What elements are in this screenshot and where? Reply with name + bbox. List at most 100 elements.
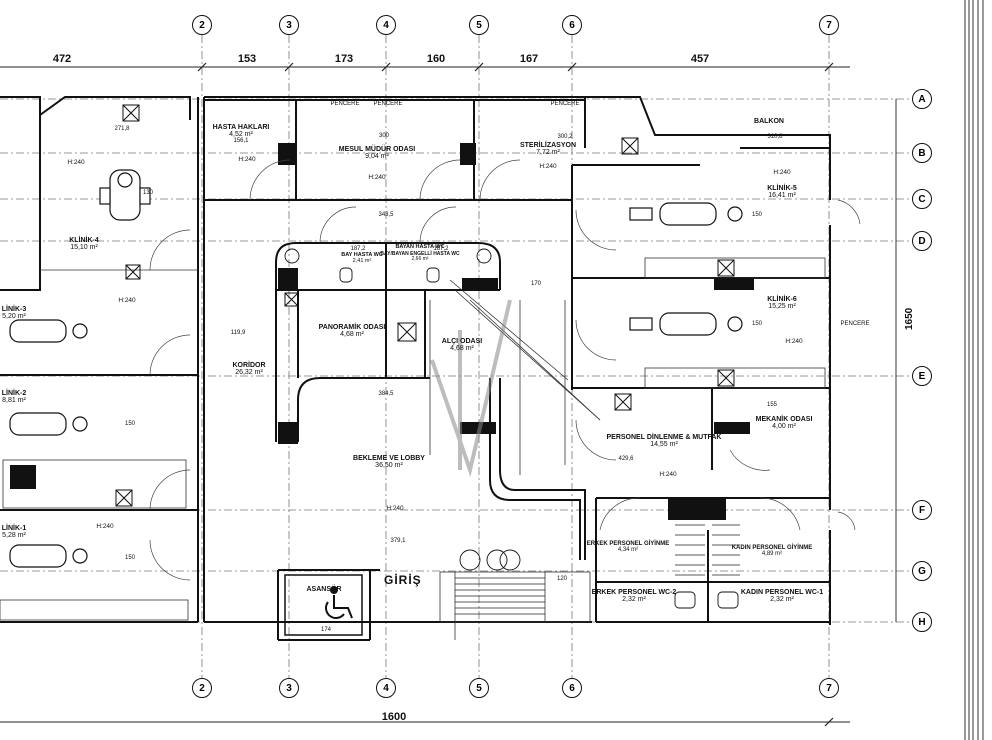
grid-bubble-col-7-top: 7 — [819, 15, 839, 35]
dim-label: 310,8 — [767, 134, 783, 140]
grid-bubble-col-5-bottom: 5 — [469, 678, 489, 698]
dim-label: 119,9 — [230, 330, 246, 336]
room-asansor: ASANSÖR — [306, 586, 342, 593]
dim-bottom-total: 1600 — [381, 711, 407, 723]
grid-bubble-col-6-top: 6 — [562, 15, 582, 35]
height-label: H:240 — [785, 338, 803, 345]
dim-right-total: 1650 — [904, 307, 915, 330]
height-label: H:240 — [659, 471, 677, 478]
height-label: H:240 — [67, 159, 85, 166]
dim-label: 187,2 — [350, 246, 366, 252]
window-label-2: PENCERE — [373, 101, 403, 107]
dim-label: 150 — [124, 421, 136, 427]
grid-bubble-col-7-bottom: 7 — [819, 678, 839, 698]
entrance-label: GİRİŞ — [384, 573, 422, 587]
dim-label: 379,1 — [390, 538, 406, 544]
grid-bubble-row-F: F — [912, 500, 932, 520]
grid-bubble-col-4-top: 4 — [376, 15, 396, 35]
height-label: H:240 — [386, 505, 404, 512]
dim-top-3: 173 — [334, 53, 354, 65]
grid-bubble-col-5-top: 5 — [469, 15, 489, 35]
grid-bubble-row-G: G — [912, 561, 932, 581]
grid-bubble-row-C: C — [912, 189, 932, 209]
dim-label: 271,8 — [114, 126, 130, 132]
dim-top-4: 160 — [426, 53, 446, 65]
columns — [10, 143, 754, 520]
height-label: H:240 — [539, 163, 557, 170]
dim-label: 187,2 — [433, 246, 449, 252]
grid-bubble-col-6-bottom: 6 — [562, 678, 582, 698]
height-label: H:240 — [773, 169, 791, 176]
dim-label: 174 — [320, 627, 332, 633]
grid-bubble-col-2-top: 2 — [192, 15, 212, 35]
grid-bubble-row-B: B — [912, 143, 932, 163]
grid-bubble-row-H: H — [912, 612, 932, 632]
dim-label: 150 — [751, 321, 763, 327]
walls — [0, 96, 831, 641]
window-label-4: PENCERE — [840, 321, 870, 327]
grid-bubble-row-A: A — [912, 89, 932, 109]
dim-label: 343,5 — [378, 212, 394, 218]
dim-label: 429,6 — [618, 456, 634, 462]
dim-label: 384,5 — [378, 391, 394, 397]
height-label: H:240 — [96, 523, 114, 530]
dim-label: 156,1 — [233, 138, 249, 144]
wheelchair-icon — [325, 586, 353, 619]
dim-label: 150 — [751, 212, 763, 218]
grid-bubble-col-4-bottom: 4 — [376, 678, 396, 698]
grid-bubble-col-2-bottom: 2 — [192, 678, 212, 698]
dental-chairs — [9, 169, 743, 568]
dim-label: 300 — [378, 133, 390, 139]
height-label: H:240 — [118, 297, 136, 304]
window-label-3: PENCERE — [550, 101, 580, 107]
room-balkon: BALKON — [754, 118, 784, 125]
height-label: H:240 — [238, 156, 256, 163]
dim-label: 300,2 — [557, 134, 573, 140]
dim-label: 170 — [530, 281, 542, 287]
window-label-1: PENCERE — [330, 101, 360, 107]
dim-label: 120 — [556, 576, 568, 582]
grid-bubble-row-D: D — [912, 231, 932, 251]
height-label: H:240 — [368, 174, 386, 181]
watermark-logo — [430, 299, 512, 478]
toilets — [284, 248, 739, 609]
sink-boxes — [115, 104, 735, 507]
dim-top-5: 167 — [519, 53, 539, 65]
room-bayan-hasta-wc: BAYAN HASTA WC — [395, 244, 445, 250]
sheet-border — [964, 0, 984, 740]
dim-label: 155 — [766, 402, 778, 408]
grid-bubble-col-3-top: 3 — [279, 15, 299, 35]
dim-label: 150 — [124, 555, 136, 561]
dimension-lines — [0, 62, 897, 727]
dim-top-1: 472 — [52, 53, 72, 65]
grid-bubble-col-3-bottom: 3 — [279, 678, 299, 698]
dim-label: 130 — [142, 190, 154, 196]
dim-top-2: 153 — [237, 53, 257, 65]
dim-top-6: 457 — [690, 53, 710, 65]
grid-bubble-row-E: E — [912, 366, 932, 386]
doors — [149, 159, 861, 581]
stair — [455, 524, 740, 615]
